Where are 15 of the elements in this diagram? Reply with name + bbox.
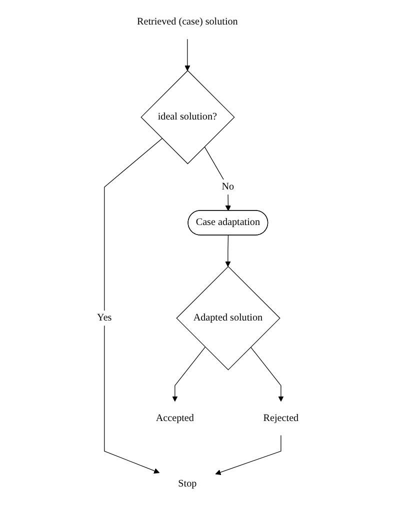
arrow [104,138,162,474]
arrow [184,38,190,71]
arrow [224,235,230,267]
edge-label: No [221,181,234,192]
node-text: Rejected [263,412,298,424]
node-text: Stop [178,478,196,489]
arrow [172,346,206,402]
node-text: Retrieved (case) solution [136,16,238,28]
arrow [215,435,281,475]
edge-label: Yes [96,312,112,324]
arrow [250,346,284,402]
arrow [204,146,231,211]
node-diamond: ideal solution? [140,70,234,164]
node-diamond: Adapted solution [176,266,280,370]
node-text: Accepted [156,412,194,424]
